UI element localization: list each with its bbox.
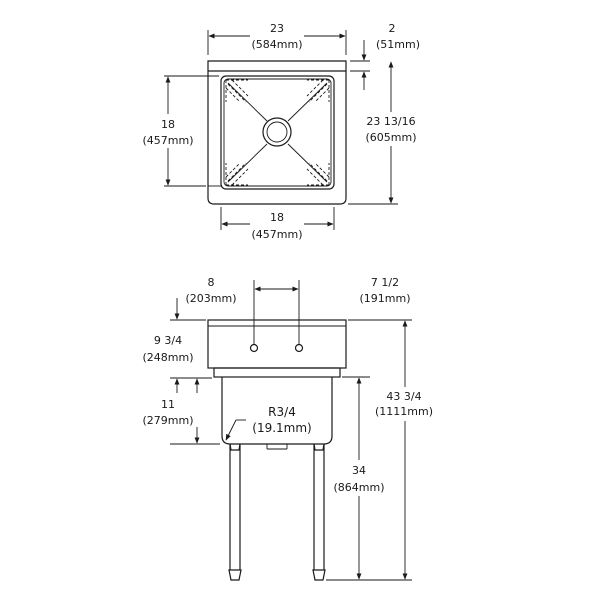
depth-label-mm: (605mm) <box>365 131 416 144</box>
faucet-right-label-in: 7 1/2 <box>371 276 399 289</box>
splash-height-label-in: 9 3/4 <box>154 334 182 347</box>
faucet-left-label-in: 8 <box>208 276 215 289</box>
bowl-width-label-mm: (457mm) <box>251 228 302 241</box>
faucet-hole-right <box>294 343 304 353</box>
splash-height-label-mm: (248mm) <box>142 351 193 364</box>
radius-label-in: R3/4 <box>268 405 296 419</box>
depth-label-in: 23 13/16 <box>366 115 415 128</box>
drain-inner <box>266 121 288 143</box>
rim-height-label-mm: (864mm) <box>333 481 384 494</box>
foot-left <box>228 569 242 581</box>
drain-outer <box>262 117 292 147</box>
bowl-inner-outline <box>223 78 332 187</box>
bowl-outline <box>220 75 335 190</box>
front-bowl-depth-label-in: 11 <box>161 398 175 411</box>
bowl-slope-line <box>227 143 268 183</box>
overall-height-label-mm: (1111mm) <box>375 405 433 418</box>
front-bowl-body <box>221 377 333 445</box>
backsplash-label-in: 2 <box>389 22 396 35</box>
bowl-slope-line <box>287 143 328 183</box>
faucet-left-label-mm: (203mm) <box>185 292 236 305</box>
faucet-hole-left <box>249 343 259 353</box>
front-view: 8 (203mm) 7 1/2 (191mm) 9 3/4 (248mm) 11… <box>138 276 436 581</box>
top-view-outline <box>207 60 347 205</box>
bowl-slope-line <box>287 82 328 122</box>
bowl-slope-line <box>227 82 268 122</box>
radius-label-mm: (19.1mm) <box>252 421 311 435</box>
bowl-width-label-in: 18 <box>270 211 284 224</box>
foot-right <box>312 569 326 581</box>
backsplash-panel <box>207 319 347 369</box>
sink-rim <box>213 367 341 378</box>
top-view: 23 (584mm) 2 (51mm) 23 13/16 (605mm) 18 … <box>140 20 420 243</box>
front-bowl-depth-label-mm: (279mm) <box>142 414 193 427</box>
faucet-right-label-mm: (191mm) <box>359 292 410 305</box>
backsplash-label-mm: (51mm) <box>376 38 420 51</box>
bowl-depth-label-mm: (457mm) <box>142 134 193 147</box>
corner-marks <box>225 79 330 186</box>
sink-legs <box>228 443 326 581</box>
width-label-mm: (584mm) <box>251 38 302 51</box>
bowl-depth-label-in: 18 <box>161 118 175 131</box>
width-label-in: 23 <box>270 22 284 35</box>
rim-height-label-in: 34 <box>352 464 366 477</box>
overall-height-label-in: 43 3/4 <box>386 390 421 403</box>
